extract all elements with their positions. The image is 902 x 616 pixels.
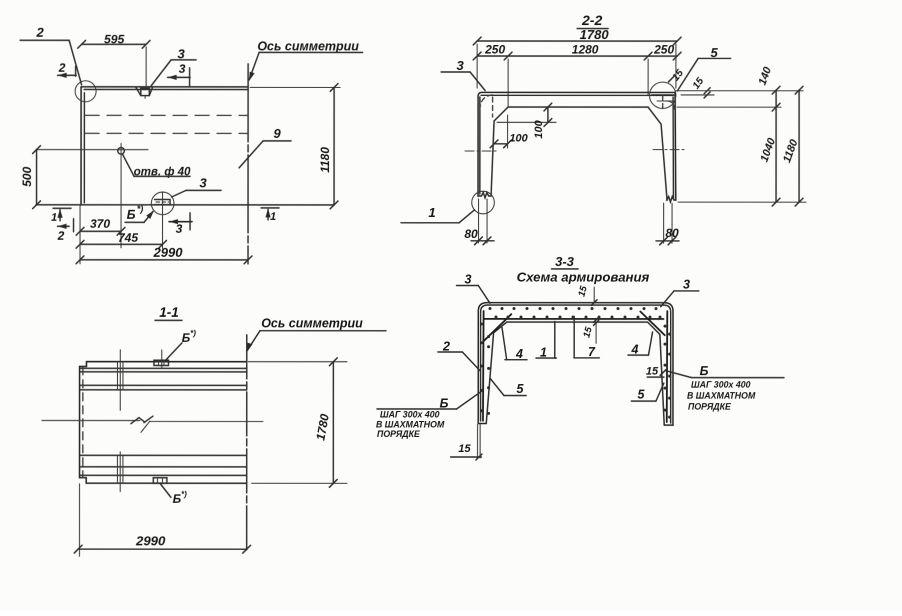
svg-text:2990: 2990 — [153, 245, 184, 260]
svg-text:ПОРЯДКЕ: ПОРЯДКЕ — [688, 402, 732, 412]
svg-text:4: 4 — [515, 347, 523, 361]
svg-text:595: 595 — [104, 32, 125, 46]
svg-text:ПОРЯДКЕ: ПОРЯДКЕ — [377, 429, 421, 439]
svg-text:3: 3 — [683, 278, 690, 292]
svg-text:Схема армирования: Схема армирования — [517, 270, 650, 285]
svg-text:Б: Б — [700, 364, 709, 378]
svg-text:3: 3 — [457, 58, 465, 73]
svg-text:*): *) — [181, 490, 187, 499]
svg-text:1780: 1780 — [580, 27, 610, 42]
svg-text:5: 5 — [516, 382, 524, 396]
svg-text:3: 3 — [178, 46, 186, 61]
svg-text:1: 1 — [51, 212, 57, 224]
svg-text:7: 7 — [588, 345, 596, 359]
svg-text:3: 3 — [199, 175, 207, 190]
svg-text:В ШАХМАТНОМ: В ШАХМАТНОМ — [687, 391, 756, 401]
svg-text:80: 80 — [665, 226, 679, 240]
svg-text:1: 1 — [428, 205, 435, 220]
svg-text:5: 5 — [637, 388, 645, 402]
svg-text:ШАГ 300х 400: ШАГ 300х 400 — [691, 380, 751, 390]
svg-text:370: 370 — [90, 217, 110, 231]
svg-text:3: 3 — [179, 62, 186, 76]
svg-text:80: 80 — [464, 227, 478, 241]
svg-text:2: 2 — [36, 25, 45, 40]
svg-text:ШАГ 300х 400: ШАГ 300х 400 — [380, 409, 440, 419]
svg-text:1-1: 1-1 — [159, 305, 179, 320]
svg-text:*): *) — [137, 204, 144, 214]
svg-text:2: 2 — [57, 229, 65, 243]
svg-text:3: 3 — [176, 222, 183, 236]
svg-text:1180: 1180 — [318, 147, 332, 173]
svg-text:9: 9 — [273, 126, 281, 141]
svg-text:500: 500 — [20, 166, 34, 186]
svg-text:2: 2 — [58, 61, 66, 75]
svg-text:1: 1 — [270, 211, 276, 223]
svg-text:250: 250 — [484, 43, 505, 57]
svg-text:3-3: 3-3 — [555, 254, 575, 269]
svg-text:15: 15 — [646, 366, 659, 378]
svg-text:Ось симметрии: Ось симметрии — [261, 316, 363, 330]
svg-text:250: 250 — [653, 43, 674, 57]
svg-text:2-2: 2-2 — [581, 12, 602, 28]
svg-text:Ось симметрии: Ось симметрии — [257, 39, 359, 53]
svg-text:100: 100 — [533, 119, 545, 138]
svg-text:745: 745 — [118, 231, 138, 245]
svg-text:Б: Б — [127, 208, 136, 222]
svg-text:100: 100 — [509, 133, 528, 145]
svg-text:2990: 2990 — [135, 533, 166, 548]
svg-text:*): *) — [190, 329, 196, 338]
svg-text:3: 3 — [465, 273, 472, 287]
svg-text:1280: 1280 — [572, 43, 599, 57]
svg-text:15: 15 — [458, 443, 471, 455]
